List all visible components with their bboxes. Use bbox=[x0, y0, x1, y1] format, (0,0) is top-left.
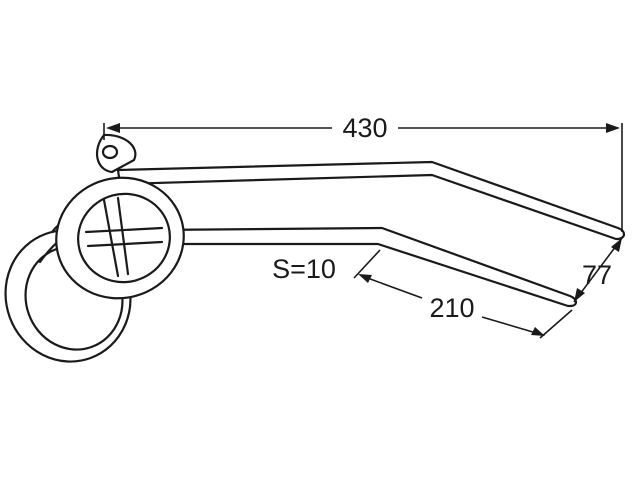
tine-arm bbox=[116, 160, 626, 308]
dimension-overall-length: 430 bbox=[103, 113, 623, 232]
overall-length-label: 430 bbox=[342, 113, 387, 143]
dimension-bend-length: 210 bbox=[353, 249, 573, 339]
thickness-label: S=10 bbox=[272, 254, 336, 284]
dimension-offset: 77 bbox=[573, 237, 623, 303]
bend-length-label: 210 bbox=[429, 293, 474, 323]
front-coil bbox=[55, 176, 185, 300]
mounting-lug bbox=[95, 133, 137, 174]
offset-label: 77 bbox=[582, 260, 612, 290]
